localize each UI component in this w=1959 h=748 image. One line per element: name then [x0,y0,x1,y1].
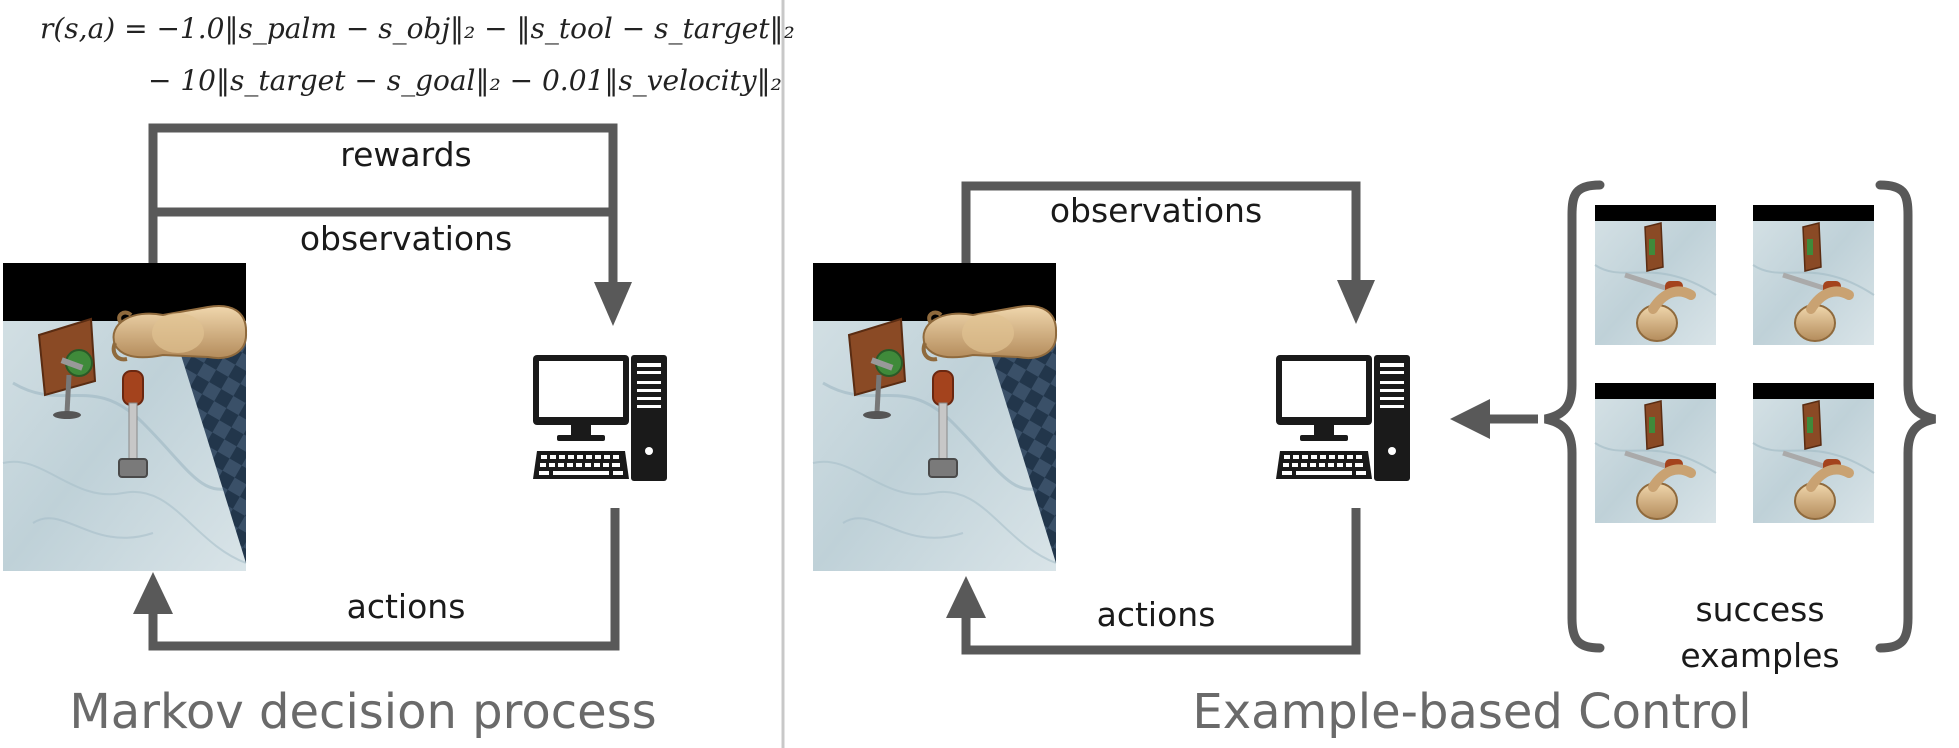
label-observations-left: observations [300,219,512,258]
mdp-title: Markov decision process [69,684,656,740]
success-example-thumb [1753,205,1874,345]
left-brace [1543,180,1605,653]
success-example-thumb [1753,383,1874,523]
success-example-thumb [1595,205,1716,345]
label-observations-right: observations [1050,191,1262,230]
ebc-arrows [961,181,1538,655]
observations-arrowhead [594,282,632,326]
ebc-title: Example-based Control [1192,684,1751,740]
reward-equation-line2: − 10‖s_target − s_goal‖₂ − 0.01‖s_veloci… [148,64,782,97]
examples-arrowhead [1450,399,1490,439]
mdp-arrows [148,123,620,651]
example-control-panel: observations actions success examples Ex… [813,180,1937,740]
mdp-panel: r(s,a) = −1.0‖s_palm − s_obj‖₂ − ‖s_tool… [3,12,795,740]
computer-icon-right [1276,355,1410,481]
reward-equation-line1: r(s,a) = −1.0‖s_palm − s_obj‖₂ − ‖s_tool… [40,12,795,45]
label-examples: examples [1680,636,1839,675]
rewards-loop-arrow [148,123,618,265]
label-actions-left: actions [347,587,466,626]
success-example-thumb [1595,383,1716,523]
label-actions-right: actions [1097,595,1216,634]
computer-icon [533,355,667,481]
actions-arrowhead [133,572,173,614]
actions-arrow [148,508,620,651]
success-examples-grid [1595,205,1874,523]
label-rewards: rewards [340,135,471,174]
observations-arrow-right [961,181,1361,280]
robot-environment-image [3,263,246,571]
label-success: success [1695,590,1824,629]
observations-arrow [153,207,618,282]
actions-arrow-right [961,508,1361,655]
observations-arrowhead-right [1337,280,1375,324]
right-brace [1875,180,1937,653]
actions-arrowhead-right [946,576,986,618]
robot-environment-image-right [813,263,1056,571]
